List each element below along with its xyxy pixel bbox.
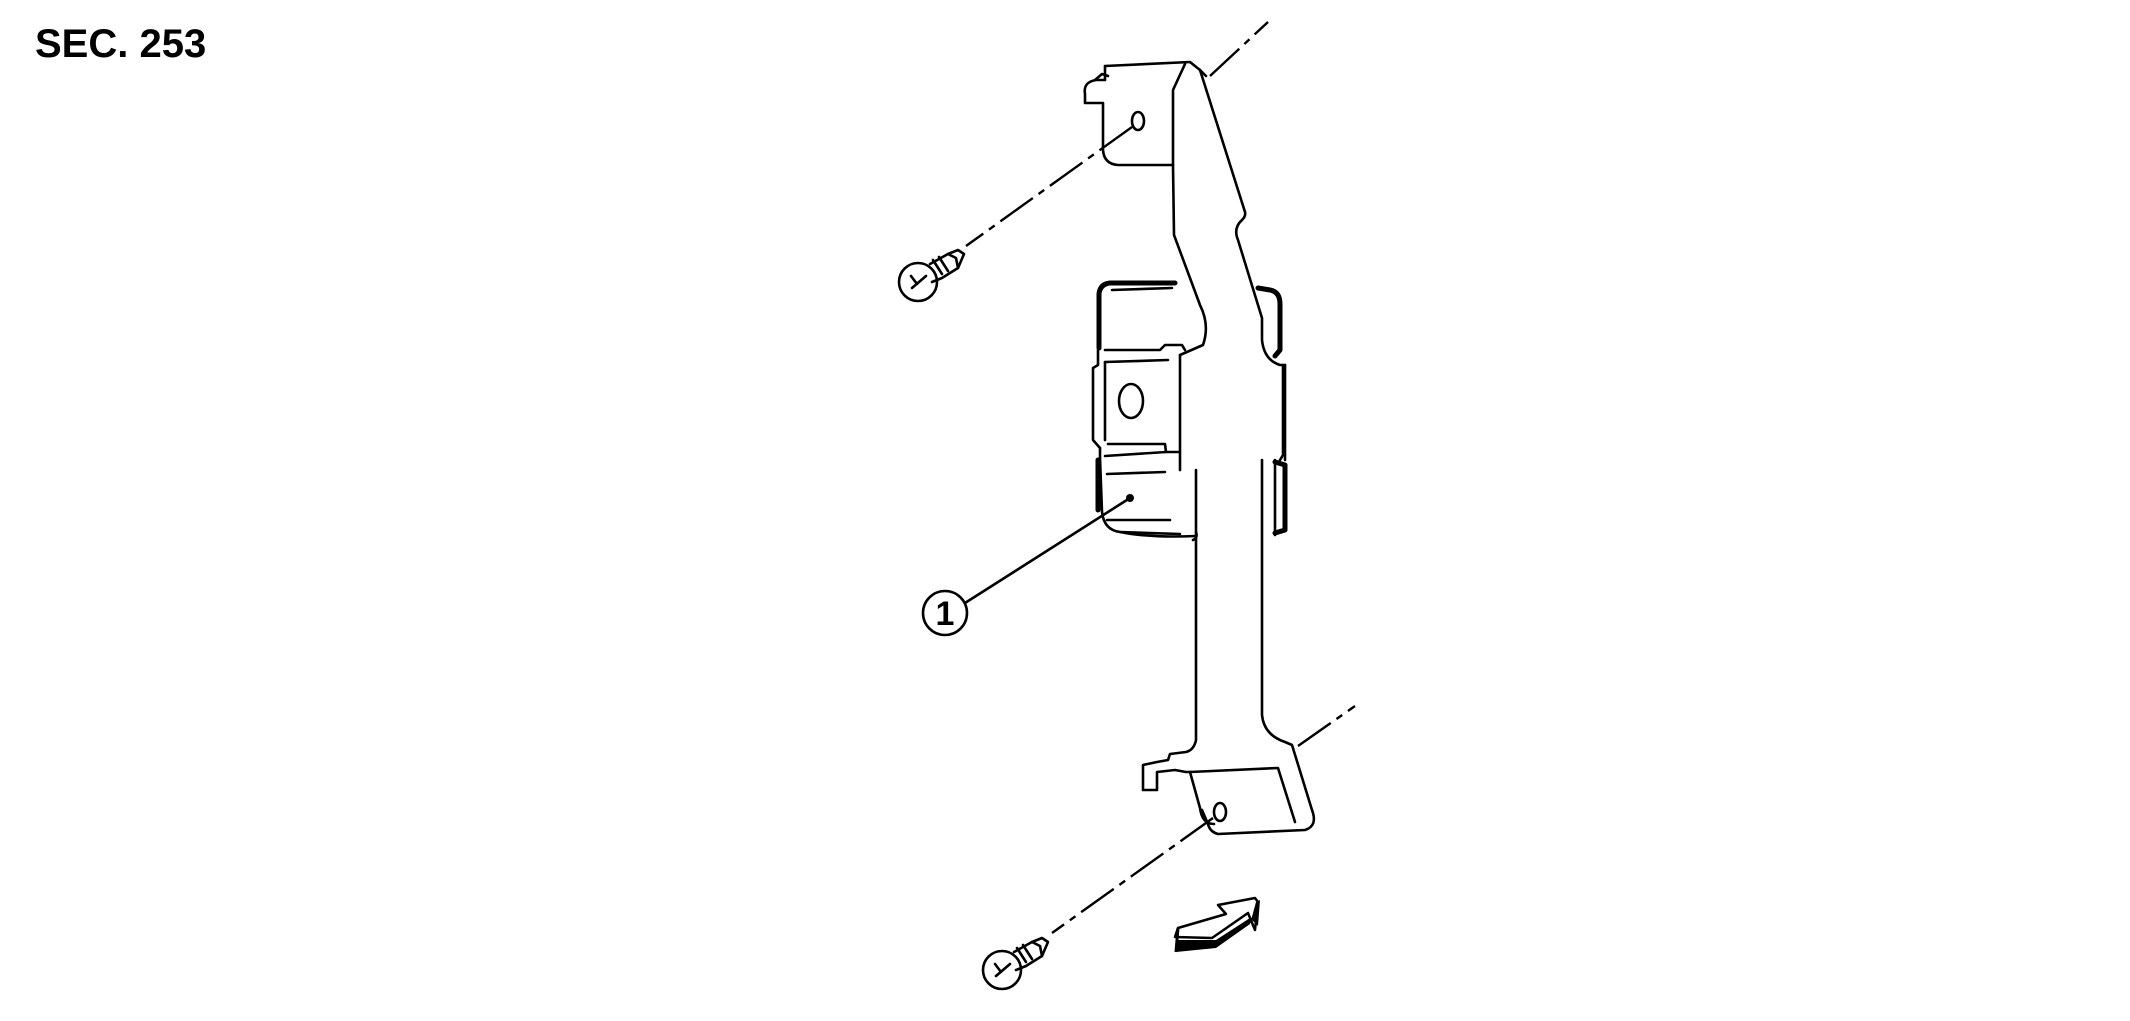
upper-mount-hole	[1130, 110, 1146, 132]
upper-install-axis	[965, 126, 1133, 247]
upper-reference-line	[1209, 21, 1269, 77]
callout-number: 1	[936, 595, 955, 633]
clip-icon	[897, 248, 966, 303]
lower-mount-hole	[1212, 801, 1228, 823]
section-label: SEC. 253	[35, 22, 207, 66]
lower-reference-line	[1297, 705, 1356, 747]
clip-icon	[981, 936, 1050, 991]
front-arrow-icon	[1173, 896, 1260, 953]
mounting-bracket	[1083, 60, 1316, 836]
callout-1: 1	[921, 494, 1134, 637]
lower-install-axis	[1051, 817, 1214, 934]
sensor-module	[1091, 280, 1288, 538]
